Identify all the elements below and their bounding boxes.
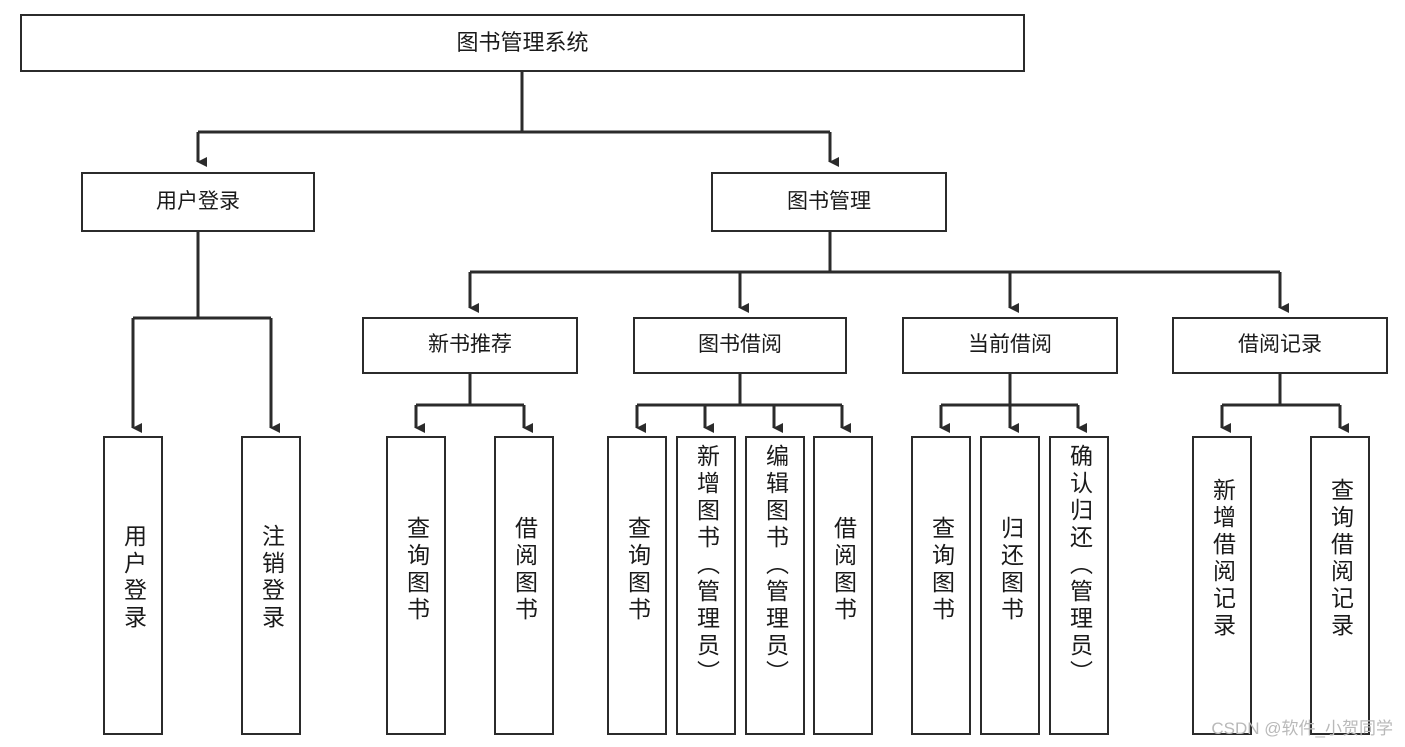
leaf-label: 归还图书	[997, 516, 1024, 624]
leaf-label: 新增借阅记录	[1209, 478, 1236, 640]
node-book-management[interactable]: 图书管理	[711, 172, 947, 232]
node-label: 借阅记录	[1238, 333, 1322, 357]
node-user-login[interactable]: 用户登录	[81, 172, 315, 232]
leaf-label: 查询图书	[403, 516, 430, 624]
node-label: 图书管理系统	[456, 30, 589, 56]
node-label: 用户登录	[156, 189, 240, 213]
leaf-label: 查询借阅记录	[1327, 478, 1354, 640]
leaf-user-login-logout[interactable]: 注销登录	[241, 436, 301, 735]
csdn-watermark: CSDN @软件_小贺同学	[1211, 719, 1393, 738]
leaf-label: 新增图书（管理员）	[693, 444, 720, 687]
node-new-book-recommend[interactable]: 新书推荐	[362, 317, 578, 374]
leaf-new-book-query-book[interactable]: 查询图书	[386, 436, 446, 735]
leaf-book-borrow-query-book[interactable]: 查询图书	[607, 436, 667, 735]
leaf-user-login-login[interactable]: 用户登录	[103, 436, 163, 735]
leaf-label: 查询图书	[624, 516, 651, 624]
leaf-label: 借阅图书	[830, 516, 857, 624]
leaf-label: 确认归还（管理员）	[1066, 444, 1093, 687]
node-borrow-records[interactable]: 借阅记录	[1172, 317, 1388, 374]
leaf-label: 借阅图书	[511, 516, 538, 624]
leaf-current-borrow-query-book[interactable]: 查询图书	[911, 436, 971, 735]
leaf-new-book-borrow-book[interactable]: 借阅图书	[494, 436, 554, 735]
leaf-label: 注销登录	[258, 524, 285, 632]
leaf-book-borrow-edit-book-admin[interactable]: 编辑图书（管理员）	[745, 436, 805, 735]
leaf-label: 用户登录	[120, 524, 147, 632]
leaf-borrow-records-query-record[interactable]: 查询借阅记录	[1310, 436, 1370, 735]
leaf-book-borrow-borrow-book[interactable]: 借阅图书	[813, 436, 873, 735]
leaf-current-borrow-confirm-return-admin[interactable]: 确认归还（管理员）	[1049, 436, 1109, 735]
node-label: 新书推荐	[428, 333, 512, 357]
leaf-borrow-records-add-record[interactable]: 新增借阅记录	[1192, 436, 1252, 735]
leaf-book-borrow-add-book-admin[interactable]: 新增图书（管理员）	[676, 436, 736, 735]
node-book-borrow[interactable]: 图书借阅	[633, 317, 847, 374]
node-label: 图书借阅	[698, 333, 782, 357]
node-label: 图书管理	[787, 189, 871, 213]
leaf-current-borrow-return-book[interactable]: 归还图书	[980, 436, 1040, 735]
node-current-borrow[interactable]: 当前借阅	[902, 317, 1118, 374]
node-label: 当前借阅	[968, 333, 1052, 357]
leaf-label: 查询图书	[928, 516, 955, 624]
leaf-label: 编辑图书（管理员）	[762, 444, 789, 687]
node-root-book-management-system[interactable]: 图书管理系统	[20, 14, 1025, 72]
